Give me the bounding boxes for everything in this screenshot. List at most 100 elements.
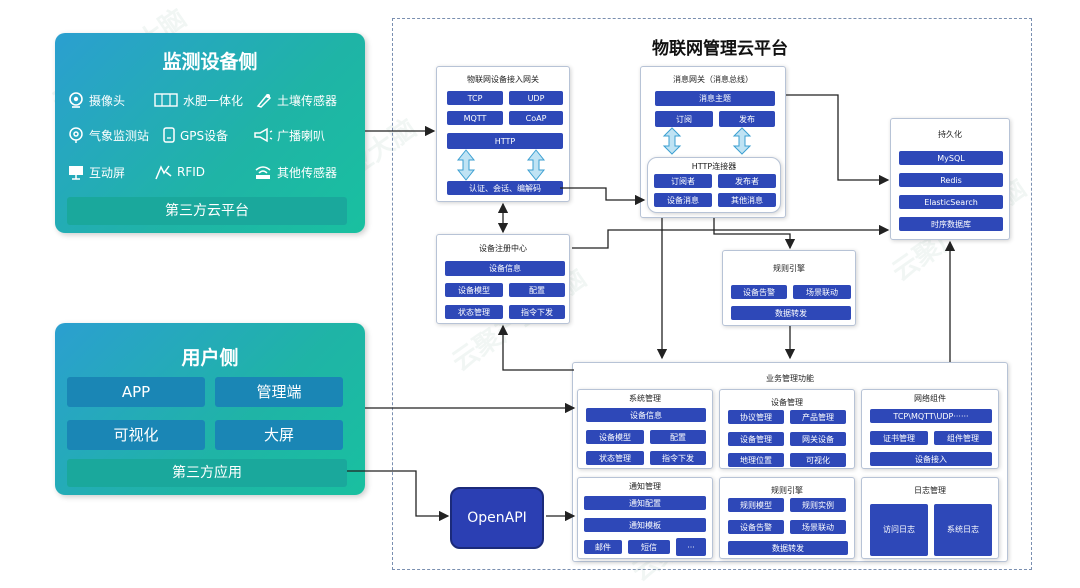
- registry-config[interactable]: 配置: [509, 283, 565, 297]
- gps-icon: [163, 127, 175, 143]
- device-weather-station: 气象监测站: [67, 126, 149, 144]
- platform-title: 物联网管理云平台: [652, 39, 788, 59]
- product-mgmt[interactable]: 产品管理: [790, 410, 846, 424]
- http-connector-box: HTTP连接器 订阅者 发布者 设备消息 其他消息: [647, 157, 781, 213]
- device-gps: GPS设备: [162, 126, 228, 144]
- http-connector-title: HTTP连接器: [691, 162, 737, 171]
- device-access[interactable]: 设备接入: [870, 452, 992, 466]
- rule-model[interactable]: 规则模型: [728, 498, 784, 512]
- wifi-router-icon: [255, 166, 271, 179]
- third-party-app[interactable]: 第三方应用: [67, 459, 347, 487]
- camera-icon: [69, 92, 83, 108]
- fertigation-icon: [154, 93, 178, 107]
- device-other-sensors: 其他传感器: [253, 163, 337, 181]
- sys-config[interactable]: 配置: [650, 430, 706, 444]
- message-topic[interactable]: 消息主题: [655, 91, 775, 106]
- notify-config[interactable]: 通知配置: [584, 496, 706, 510]
- device-speaker: 广播喇叭: [253, 126, 325, 144]
- component-mgmt[interactable]: 组件管理: [934, 431, 992, 445]
- device-mgmt[interactable]: 设备管理: [728, 432, 784, 446]
- message-gateway-title: 消息网关（消息总线）: [673, 75, 753, 84]
- admin-button[interactable]: 管理端: [215, 377, 343, 407]
- business-title: 业务管理功能: [766, 374, 814, 383]
- sys-device-model[interactable]: 设备模型: [586, 430, 644, 444]
- notify-template[interactable]: 通知模板: [584, 518, 706, 532]
- device-interactive-screen: 互动屏: [67, 163, 125, 181]
- mysql-button[interactable]: MySQL: [899, 151, 1003, 165]
- rfid-icon: [155, 165, 172, 180]
- weather-station-icon: [69, 127, 83, 143]
- network-box: 网络组件 TCP\MQTT\UDP······ 证书管理 组件管理 设备接入: [861, 389, 999, 469]
- persistence-title: 持久化: [938, 130, 962, 139]
- cert-mgmt[interactable]: 证书管理: [870, 431, 928, 445]
- user-panel: 用户侧 APP 管理端 可视化 大屏 第三方应用: [55, 323, 365, 495]
- mqtt-button[interactable]: MQTT: [447, 111, 503, 125]
- persistence-box: 持久化 MySQL Redis ElasticSearch 时序数据库: [890, 118, 1010, 240]
- sys-status[interactable]: 状态管理: [586, 451, 644, 465]
- device-registry-title: 设备注册中心: [479, 244, 527, 253]
- device-registry-box: 设备注册中心 设备信息 设备模型 配置 状态管理 指令下发: [436, 234, 570, 324]
- subscriber-button[interactable]: 订阅者: [654, 174, 712, 188]
- gateway-box: 物联网设备接入网关 TCP UDP MQTT CoAP HTTP 认证、会话、编…: [436, 66, 570, 202]
- udp-button[interactable]: UDP: [509, 91, 563, 105]
- tcp-button[interactable]: TCP: [447, 91, 503, 105]
- other-message-button[interactable]: 其他消息: [718, 193, 776, 207]
- coap-button[interactable]: CoAP: [509, 111, 563, 125]
- app-button[interactable]: APP: [67, 377, 205, 407]
- log-box: 日志管理 访问日志 系统日志: [861, 477, 999, 559]
- soil-sensor-icon: [256, 93, 272, 108]
- device-fertigation: 水肥一体化: [153, 91, 243, 109]
- rule2-scene[interactable]: 场景联动: [790, 520, 846, 534]
- rule-engine-title: 规则引擎: [773, 264, 805, 273]
- big-screen-button[interactable]: 大屏: [215, 420, 343, 450]
- publisher-button[interactable]: 发布者: [718, 174, 776, 188]
- rule-engine-box-2: 规则引擎 规则模型 规则实例 设备告警 场景联动 数据转发: [719, 477, 855, 559]
- device-rfid: RFID: [153, 163, 205, 181]
- rule-data-forward[interactable]: 数据转发: [731, 306, 851, 320]
- speaker-icon: [254, 127, 273, 143]
- third-party-cloud[interactable]: 第三方云平台: [67, 197, 347, 225]
- more-button[interactable]: ···: [676, 538, 706, 556]
- rule-device-alarm[interactable]: 设备告警: [731, 285, 787, 299]
- access-log[interactable]: 访问日志: [870, 504, 928, 556]
- registry-device-info[interactable]: 设备信息: [445, 261, 565, 276]
- tsdb-button[interactable]: 时序数据库: [899, 217, 1003, 231]
- sms-button[interactable]: 短信: [628, 540, 670, 554]
- device-message-button[interactable]: 设备消息: [654, 193, 712, 207]
- dev-visualization[interactable]: 可视化: [790, 453, 846, 467]
- rule2-alarm[interactable]: 设备告警: [728, 520, 784, 534]
- openapi-node[interactable]: OpenAPI: [450, 487, 544, 549]
- redis-button[interactable]: Redis: [899, 173, 1003, 187]
- visualization-button[interactable]: 可视化: [67, 420, 205, 450]
- auth-session-codec[interactable]: 认证、会话、编解码: [447, 181, 563, 195]
- gateway-device[interactable]: 网关设备: [790, 432, 846, 446]
- registry-device-model[interactable]: 设备模型: [445, 283, 503, 297]
- screen-icon: [69, 166, 83, 180]
- rule-engine-box: 规则引擎 设备告警 场景联动 数据转发: [722, 250, 856, 326]
- http-button[interactable]: HTTP: [447, 133, 563, 149]
- device-camera: 摄像头: [67, 91, 125, 109]
- device-soil-sensor: 土壤传感器: [255, 91, 337, 109]
- sys-device-info[interactable]: 设备信息: [586, 408, 706, 422]
- registry-status[interactable]: 状态管理: [445, 305, 503, 319]
- platform-border: [392, 18, 1032, 570]
- geo-location[interactable]: 地理位置: [728, 453, 784, 467]
- system-mgmt-box: 系统管理 设备信息 设备模型 配置 状态管理 指令下发: [577, 389, 713, 469]
- protocol-mgmt[interactable]: 协议管理: [728, 410, 784, 424]
- rule-instance[interactable]: 规则实例: [790, 498, 846, 512]
- elasticsearch-button[interactable]: ElasticSearch: [899, 195, 1003, 209]
- mail-button[interactable]: 邮件: [584, 540, 622, 554]
- rule2-forward[interactable]: 数据转发: [728, 541, 848, 555]
- notify-box: 通知管理 通知配置 通知模板 邮件 短信 ···: [577, 477, 713, 559]
- sys-command[interactable]: 指令下发: [650, 451, 706, 465]
- business-box: 业务管理功能 系统管理 设备信息 设备模型 配置 状态管理 指令下发 设备管理 …: [572, 362, 1008, 562]
- device-mgmt-box: 设备管理 协议管理 产品管理 设备管理 网关设备 地理位置 可视化: [719, 389, 855, 469]
- net-protocols[interactable]: TCP\MQTT\UDP······: [870, 409, 992, 423]
- system-log[interactable]: 系统日志: [934, 504, 992, 556]
- rule-scene-linkage[interactable]: 场景联动: [793, 285, 851, 299]
- subscribe-button[interactable]: 订阅: [655, 111, 713, 127]
- registry-command[interactable]: 指令下发: [509, 305, 565, 319]
- publish-button[interactable]: 发布: [719, 111, 775, 127]
- monitor-panel: 监测设备侧 摄像头 水肥一体化 土壤传感器 气象监测站 GPS设备 广播喇叭 互…: [55, 33, 365, 233]
